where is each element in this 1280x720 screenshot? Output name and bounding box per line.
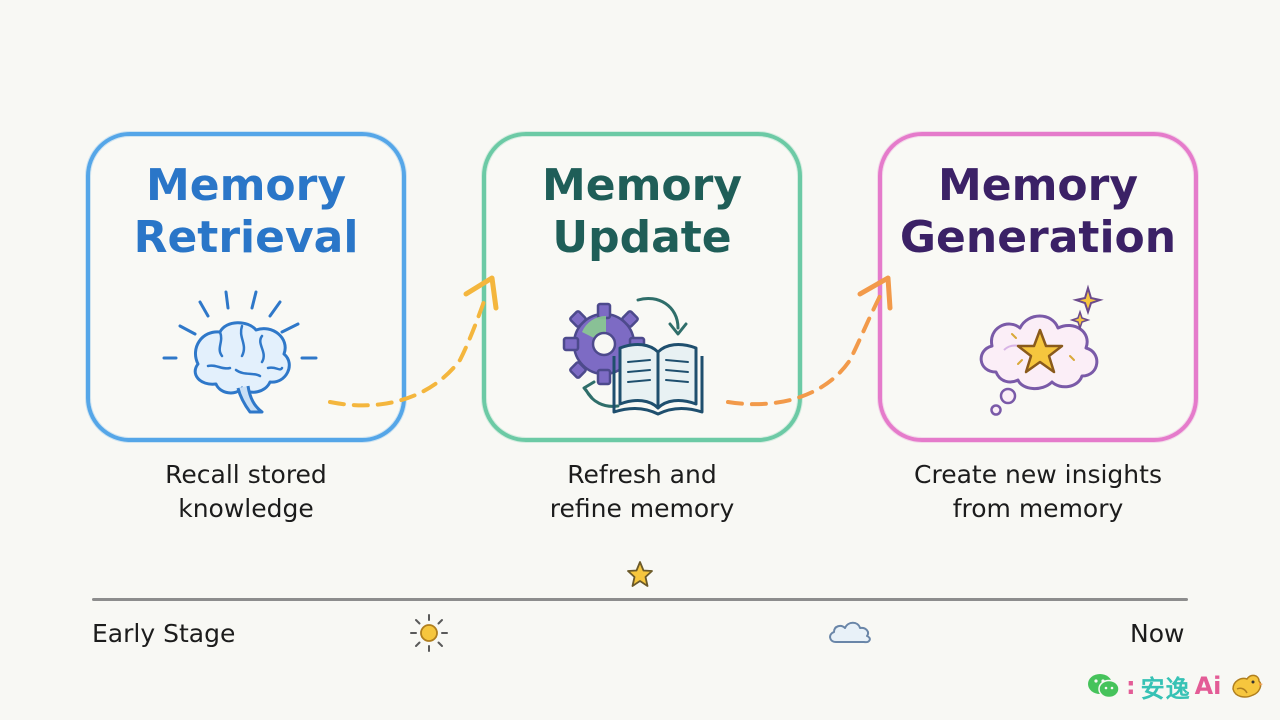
watermark: : 安逸 Ai — [1086, 666, 1264, 706]
card-title: Memory Retrieval — [90, 160, 402, 264]
card-title-line2: Generation — [899, 212, 1177, 263]
card-description-generation: Create new insights from memory — [858, 458, 1218, 526]
card-title-line2: Update — [552, 212, 732, 263]
thought-cloud-star-icon — [979, 284, 1104, 416]
card-memory-update: Memory Update — [482, 132, 802, 442]
description-line1: Refresh and — [567, 460, 717, 489]
card-memory-retrieval: Memory Retrieval — [86, 132, 406, 442]
card-title: Memory Update — [486, 160, 798, 264]
bird-icon — [1232, 674, 1264, 698]
description-line1: Recall stored — [165, 460, 327, 489]
gear-book-icon — [562, 297, 704, 416]
card-title-line1: Memory — [541, 160, 743, 211]
description-line2: refine memory — [549, 494, 735, 523]
watermark-ai: Ai — [1194, 672, 1222, 700]
timeline-line — [92, 598, 1188, 601]
card-title: Memory Generation — [882, 160, 1194, 264]
card-memory-generation: Memory Generation — [878, 132, 1198, 442]
card-title-line1: Memory — [145, 160, 347, 211]
timeline-end-label: Now — [1130, 619, 1185, 648]
sun-icon — [410, 614, 448, 652]
card-description-update: Refresh and refine memory — [462, 458, 822, 526]
card-title-line1: Memory — [937, 160, 1139, 211]
description-line2: from memory — [952, 494, 1124, 523]
card-description-retrieval: Recall stored knowledge — [66, 458, 426, 526]
cloud-icon — [829, 621, 871, 644]
brain-icon — [162, 290, 318, 414]
timeline-start-label: Early Stage — [92, 619, 236, 648]
watermark-text: 安逸 — [1140, 674, 1191, 703]
connector-arrow-1 — [328, 275, 499, 408]
description-line2: knowledge — [178, 494, 314, 523]
wechat-icon — [1088, 674, 1120, 699]
description-line1: Create new insights — [914, 460, 1162, 489]
star-icon — [627, 561, 653, 587]
card-title-line2: Retrieval — [133, 212, 359, 263]
connector-arrow-2 — [726, 275, 893, 407]
watermark-separator: : — [1126, 672, 1137, 700]
